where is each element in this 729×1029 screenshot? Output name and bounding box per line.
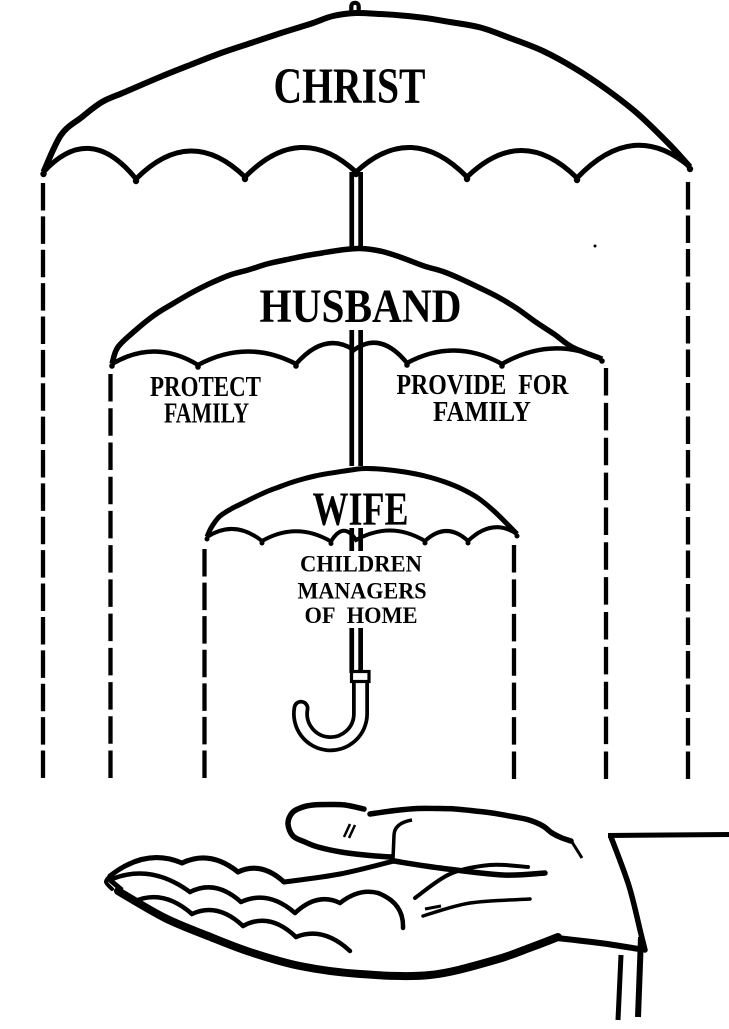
svg-text:CHRIST: CHRIST — [274, 59, 426, 115]
svg-text:MANAGERS: MANAGERS — [298, 579, 427, 604]
svg-text:HUSBAND: HUSBAND — [260, 280, 462, 333]
svg-text:PROTECT: PROTECT — [150, 372, 261, 403]
svg-text:CHILDREN: CHILDREN — [300, 552, 422, 577]
svg-text:FAMILY: FAMILY — [164, 399, 249, 430]
svg-text:PROVIDE FOR: PROVIDE FOR — [397, 370, 570, 401]
svg-text:FAMILY: FAMILY — [433, 397, 531, 428]
svg-text:WIFE: WIFE — [313, 483, 409, 536]
svg-text:OF HOME: OF HOME — [305, 603, 418, 628]
